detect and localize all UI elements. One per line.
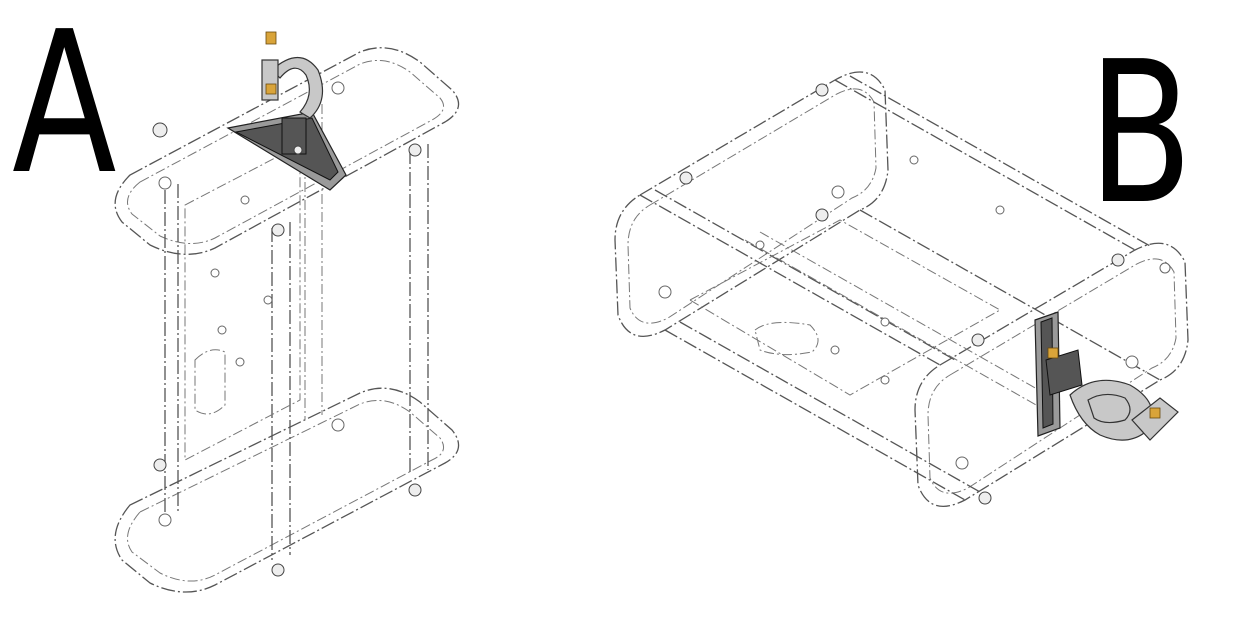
frame-a — [114, 47, 460, 593]
label-a: A — [12, 0, 117, 218]
frame-b — [614, 71, 1189, 507]
clamp-assembly-b — [1034, 311, 1179, 441]
clamp-assembly-a — [226, 31, 347, 191]
label-b: B — [1088, 20, 1193, 248]
